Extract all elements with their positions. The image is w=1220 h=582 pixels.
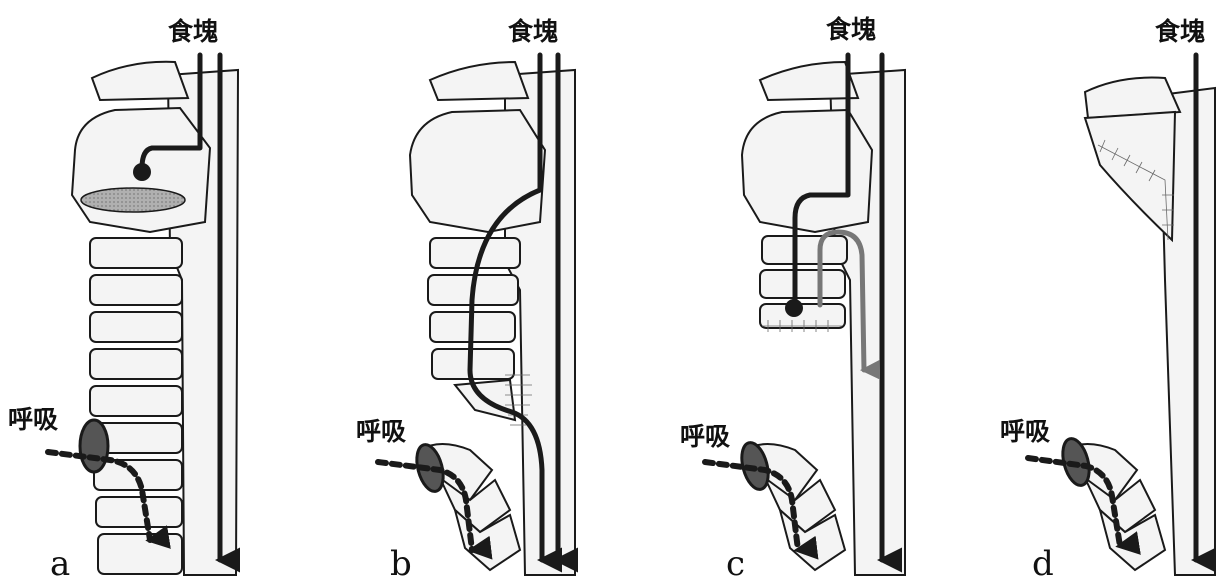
food-label-d: 食塊 (1155, 17, 1205, 46)
panel-c: 食塊 呼吸 c (680, 15, 905, 582)
panel-letter-d: d (1032, 544, 1054, 582)
breath-label-b: 呼吸 (356, 417, 406, 446)
panel-letter-c: c (726, 544, 745, 582)
food-blocked-end-c (785, 299, 803, 317)
panel-d: 食塊 呼吸 d (1000, 17, 1215, 582)
panel-b: 食塊 呼吸 b (356, 17, 575, 582)
thyroid-cartilage-c (742, 110, 872, 232)
thyroid-cartilage-b (410, 110, 545, 232)
hyoid-c (760, 62, 858, 100)
food-label-a: 食塊 (168, 17, 218, 46)
panel-a: 食塊 呼吸 a (8, 17, 238, 582)
food-label-b: 食塊 (508, 17, 558, 46)
panel-letter-b: b (390, 544, 412, 582)
food-blocked-end-a (133, 163, 151, 181)
breath-label-d: 呼吸 (1000, 417, 1050, 446)
closed-larynx-ellipse (81, 188, 185, 212)
trachea-a (90, 238, 182, 574)
larynx-lower-b (428, 238, 520, 420)
panel-letter-a: a (50, 544, 70, 582)
larynx-residual-c (760, 236, 847, 328)
hyoid-a (92, 62, 188, 100)
breath-label-a: 呼吸 (8, 405, 58, 434)
tracheostoma-a (80, 420, 108, 472)
food-label-c: 食塊 (826, 15, 876, 44)
breath-label-c: 呼吸 (680, 422, 730, 451)
hyoid-b (430, 62, 528, 100)
pharynx-closure-d (1085, 112, 1175, 240)
